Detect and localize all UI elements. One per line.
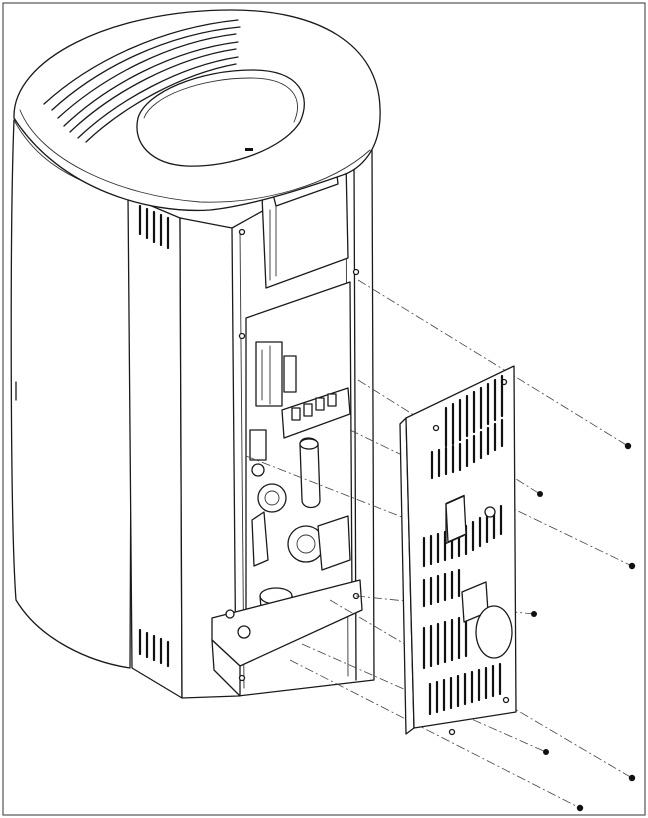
panel-cutouts bbox=[445, 494, 513, 659]
top-lid bbox=[136, 69, 305, 167]
left-side-shell bbox=[10, 119, 133, 669]
top-vent-grille bbox=[43, 19, 241, 143]
igniter-assembly bbox=[249, 429, 269, 567]
side-louvres-upper bbox=[138, 204, 170, 250]
base-tray bbox=[211, 579, 363, 667]
control-board bbox=[255, 341, 351, 439]
rear-access-panel bbox=[399, 365, 517, 736]
stove-body bbox=[10, 9, 381, 699]
combustion-fan bbox=[257, 483, 351, 571]
fixing-screws bbox=[531, 442, 636, 812]
side-louvres-lower bbox=[138, 628, 170, 668]
side-column bbox=[127, 195, 183, 699]
flue-pipe bbox=[299, 437, 321, 509]
